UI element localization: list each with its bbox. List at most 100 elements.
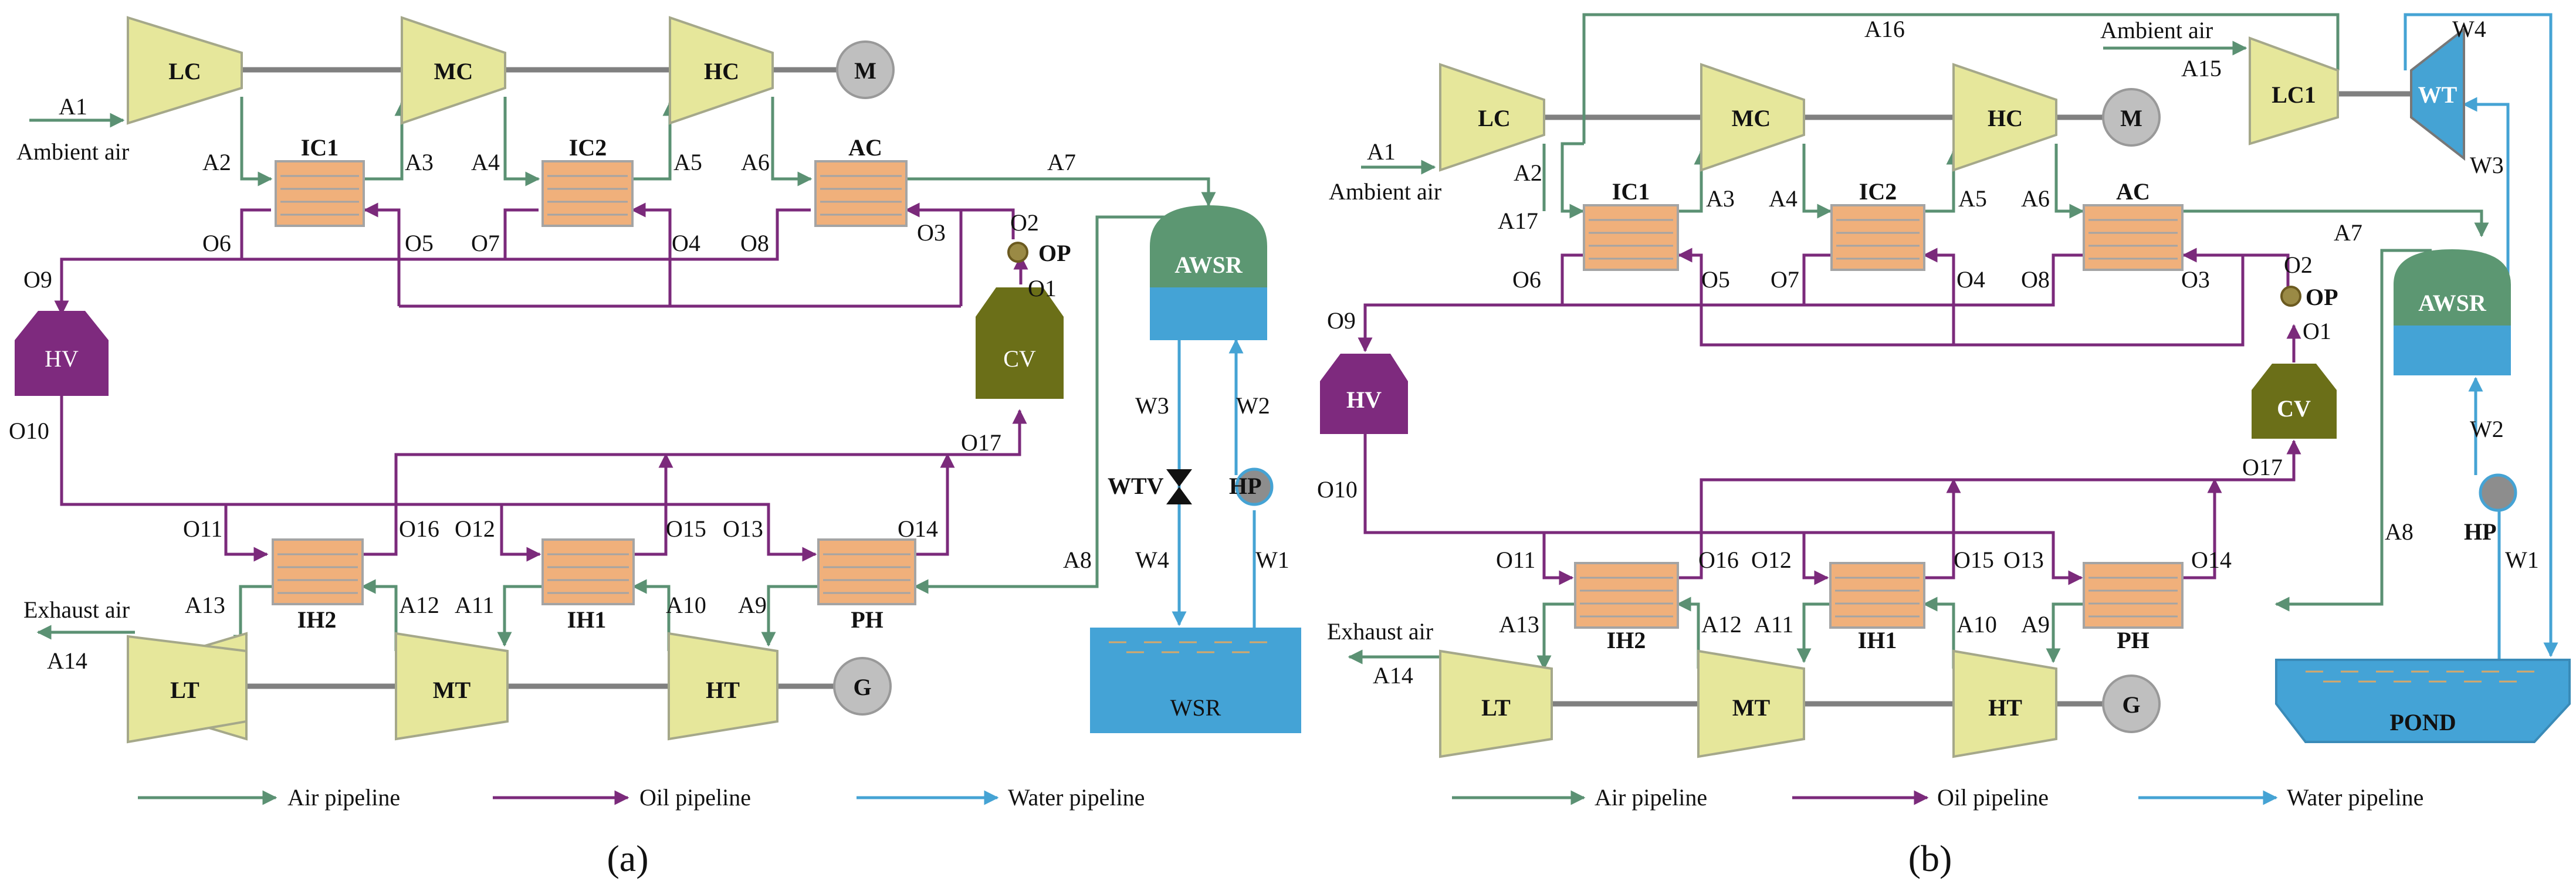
- hx-ac-a: AC: [814, 134, 908, 227]
- compressor-hc-a: HC: [669, 16, 774, 125]
- stream-o3: O3: [917, 219, 946, 246]
- stream-a3: A3: [405, 149, 434, 175]
- awsr-tank-a: AWSR: [1150, 205, 1267, 340]
- stream-o3: O3: [2181, 266, 2210, 293]
- generator-label: G: [2122, 692, 2140, 718]
- stream-a10: A10: [666, 592, 706, 618]
- op-label: OP: [2306, 284, 2338, 310]
- hv-label: HV: [1346, 387, 1382, 413]
- turbine-lt-b: LT: [1439, 649, 1553, 758]
- lt-label: LT: [1481, 694, 1511, 721]
- compressor-lc-b: LC: [1439, 63, 1545, 172]
- stream-o12: O12: [455, 516, 495, 542]
- hc-label: HC: [704, 58, 739, 84]
- stream-a4: A4: [471, 149, 500, 175]
- stream-o16: O16: [399, 516, 439, 542]
- stream-a14: A14: [1373, 662, 1413, 689]
- stream-o6: O6: [1512, 266, 1541, 293]
- stream-o4: O4: [672, 230, 700, 256]
- hv-label: HV: [45, 345, 79, 372]
- cold-vessel-b: CV: [2252, 364, 2337, 439]
- stream-a12: A12: [399, 592, 439, 618]
- water-pump-a: HP: [1229, 467, 1274, 506]
- exhaust-air-label: Exhaust air: [23, 596, 130, 623]
- cv-label: CV: [1003, 345, 1036, 372]
- stream-w4: W4: [2452, 16, 2486, 42]
- compressor-lc1-b: LC1: [2249, 36, 2339, 145]
- stream-a8: A8: [2385, 518, 2413, 545]
- stream-o10: O10: [1317, 476, 1358, 503]
- ambient-air-label: Ambient air: [16, 138, 129, 165]
- stream-a12: A12: [1701, 611, 1742, 638]
- legend-water-label: Water pipeline: [2287, 784, 2423, 811]
- awsr-tank-b: AWSR: [2394, 249, 2511, 375]
- hx-ih2-b: IH2: [1574, 562, 1679, 653]
- wt-label: WT: [2418, 82, 2457, 108]
- hp-label: HP: [2464, 518, 2497, 545]
- stream-a3: A3: [1706, 185, 1735, 212]
- compressor-lc-a: LC: [127, 16, 243, 125]
- ht-label: HT: [1988, 694, 2022, 721]
- legend-water-label: Water pipeline: [1008, 784, 1145, 811]
- stream-a2: A2: [202, 149, 231, 175]
- stream-a8: A8: [1063, 547, 1092, 573]
- hot-vessel-a: HV: [15, 311, 109, 396]
- ph-label: PH: [851, 606, 884, 633]
- stream-o14: O14: [2191, 547, 2232, 573]
- stream-a14: A14: [47, 648, 87, 674]
- turbine-mt-b: MT: [1697, 649, 1805, 758]
- hx-ph-a: PH: [817, 538, 916, 633]
- air-pipes-a: [29, 97, 1216, 651]
- stream-a13: A13: [1499, 611, 1539, 638]
- shafts-a: [242, 67, 838, 689]
- hx-ic1-b: IC1: [1583, 178, 1679, 271]
- stream-w3: W3: [1135, 392, 1169, 419]
- legend-oil-label: Oil pipeline: [639, 784, 751, 811]
- stream-a6: A6: [2021, 185, 2050, 212]
- awsr-label: AWSR: [1174, 252, 1243, 278]
- ic2-label: IC2: [1859, 178, 1897, 205]
- stream-a4: A4: [1769, 185, 1798, 212]
- turbine-ht-b: HT: [1952, 649, 2057, 758]
- stream-o7: O7: [471, 230, 500, 256]
- ambient-air-2-label: Ambient air: [2100, 17, 2213, 43]
- lc1-label: LC1: [2272, 82, 2316, 108]
- stream-a10: A10: [1956, 611, 1997, 638]
- motor-label: M: [854, 57, 876, 84]
- stream-o7: O7: [1771, 266, 1799, 293]
- hot-vessel-b: HV: [1320, 354, 1408, 434]
- stream-o17: O17: [2242, 454, 2283, 480]
- stream-a11: A11: [1754, 611, 1793, 638]
- stream-a7: A7: [1047, 149, 1076, 175]
- stream-a9: A9: [738, 592, 767, 618]
- turbine-ht-a: HT: [668, 632, 778, 741]
- stream-o14: O14: [898, 516, 938, 542]
- lc-label: LC: [1478, 105, 1511, 131]
- stream-o11: O11: [183, 516, 222, 542]
- shafts-b: [1544, 91, 2411, 707]
- stream-a13: A13: [185, 592, 225, 618]
- hx-ph-b: PH: [2083, 562, 2184, 653]
- mc-label: MC: [434, 58, 473, 84]
- motor-b: M: [2102, 88, 2161, 147]
- ih1-label: IH1: [1858, 627, 1897, 653]
- legend-air-label: Air pipeline: [287, 784, 400, 811]
- stream-labels-a: A1 Ambient air A2 A3 A4 A5 A6 A7 A8 A9 A…: [9, 93, 1289, 674]
- stream-a1: A1: [1367, 138, 1396, 165]
- compressor-mc-b: MC: [1700, 63, 1805, 172]
- stream-o4: O4: [1956, 266, 1985, 293]
- turbine-mt-a: MT: [395, 632, 509, 741]
- legend-oil-label: Oil pipeline: [1937, 784, 2049, 811]
- ih2-label: IH2: [1607, 627, 1646, 653]
- generator-a: G: [833, 657, 892, 716]
- compressor-hc-b: HC: [1952, 63, 2057, 172]
- stream-a17: A17: [1498, 208, 1538, 234]
- hx-ih2-a: IH2: [272, 538, 364, 633]
- ic1-label: IC1: [301, 134, 338, 161]
- ph-label: PH: [2117, 627, 2150, 653]
- pond-label: POND: [2389, 709, 2456, 736]
- lt-label: LT: [170, 677, 199, 703]
- stream-o8: O8: [740, 230, 769, 256]
- stream-a7: A7: [2334, 219, 2362, 246]
- stream-w2: W2: [2470, 416, 2504, 442]
